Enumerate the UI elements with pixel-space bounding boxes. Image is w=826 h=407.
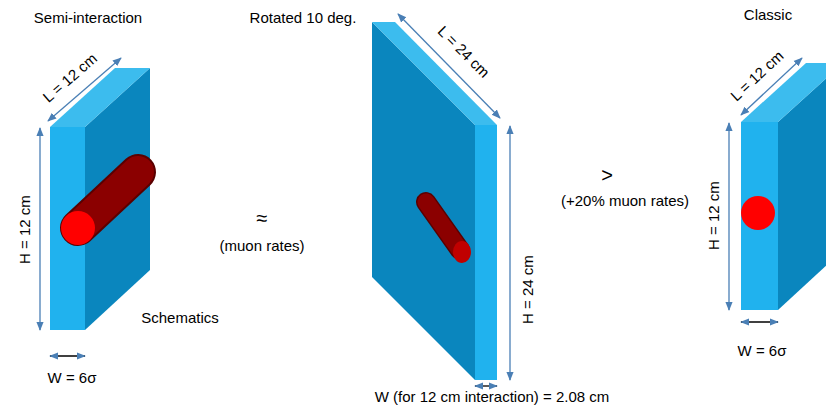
relation-symbol: > xyxy=(601,164,613,187)
dimension-arrow xyxy=(475,385,497,386)
dimension-label: H = 24 cm xyxy=(518,256,535,325)
dimension-label: W = 6σ xyxy=(48,369,97,386)
dimension-arrow xyxy=(398,14,500,118)
dimension-arrow xyxy=(728,123,729,310)
rotated-slab xyxy=(372,22,497,380)
dimension-arrow xyxy=(741,321,778,322)
dimension-arrow xyxy=(509,126,510,380)
dimension-label: W = 6σ xyxy=(738,342,787,359)
dimension-label: H = 12 cm xyxy=(704,182,721,251)
dimension-label: W (for 12 cm interaction) = 2.08 cm xyxy=(375,388,610,405)
relation-note: (+20% muon rates) xyxy=(561,192,689,209)
semi-interaction-slab xyxy=(50,68,150,330)
panel-title: Rotated 10 deg. xyxy=(250,9,357,26)
panel-title: Semi-interaction xyxy=(34,9,142,26)
dimension-arrow xyxy=(50,355,85,356)
note-label: Schematics xyxy=(141,309,219,326)
dimension-label: H = 12 cm xyxy=(15,196,32,265)
relation-note: (muon rates) xyxy=(219,237,304,254)
relation-symbol: ≈ xyxy=(257,207,268,230)
panel-title: Classic xyxy=(744,6,792,23)
classic-slab xyxy=(741,63,826,310)
dimension-arrow xyxy=(39,128,40,330)
